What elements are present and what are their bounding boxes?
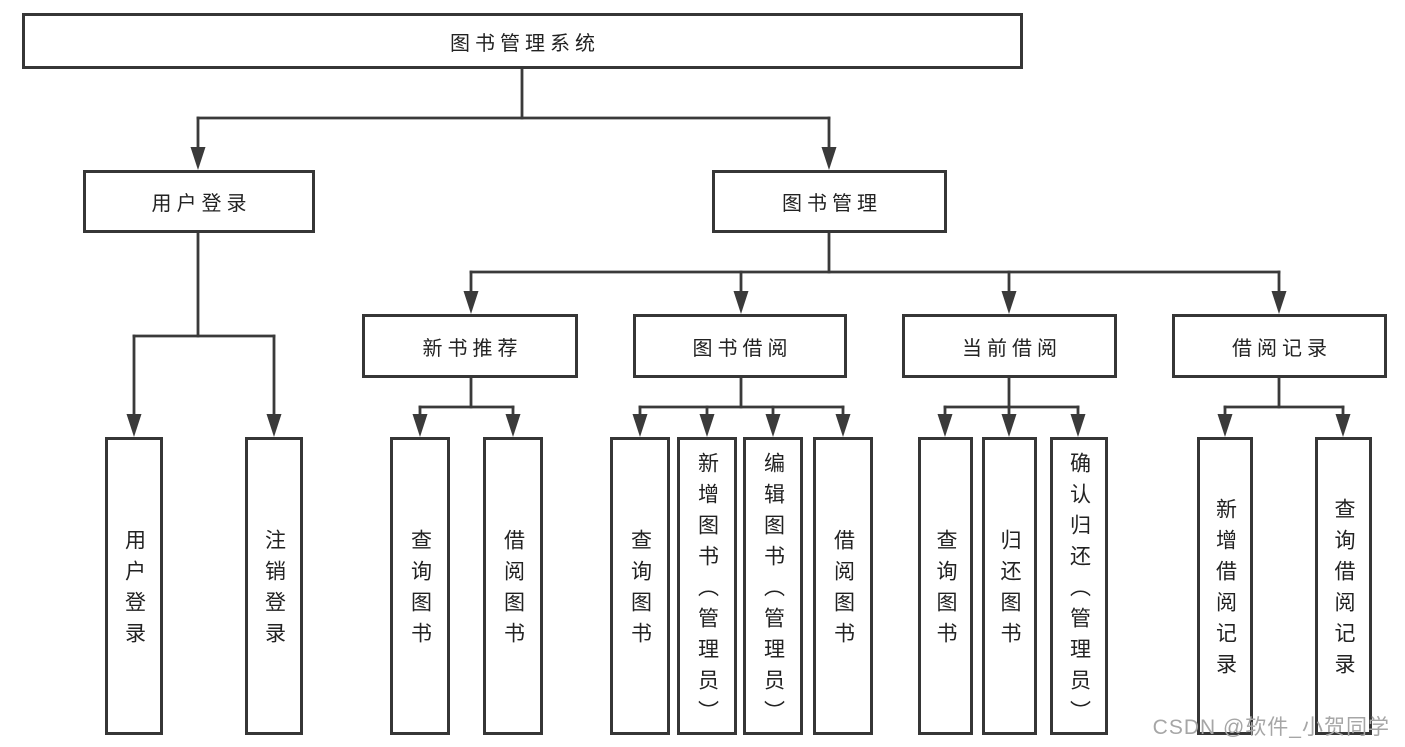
node-label: 借阅图书 bbox=[831, 529, 855, 653]
node-logout: 注销登录 bbox=[245, 437, 303, 735]
arrowhead-down-icon bbox=[1001, 291, 1017, 314]
node-label: 图书管理 bbox=[782, 193, 882, 215]
node-label: 新增图书（管理员） bbox=[695, 451, 719, 731]
node-label: 用户登录 bbox=[151, 193, 252, 215]
csdn-watermark: CSDN @软件_小贺同学 bbox=[1152, 716, 1390, 739]
arrowhead-down-icon bbox=[126, 414, 142, 437]
node-label: 新书推荐 bbox=[422, 337, 523, 360]
arrowhead-down-icon bbox=[463, 291, 479, 314]
arrowhead-down-icon bbox=[1001, 414, 1017, 437]
node-add-borrow-record: 新增借阅记录 bbox=[1197, 437, 1253, 735]
node-user-login: 用户登录 bbox=[83, 170, 315, 233]
arrowhead-down-icon bbox=[821, 147, 837, 170]
node-query-books-3: 查询图书 bbox=[918, 437, 973, 735]
arrowhead-down-icon bbox=[1070, 414, 1086, 437]
node-borrow-books-1: 借阅图书 bbox=[483, 437, 543, 735]
node-label: 查询图书 bbox=[628, 529, 652, 653]
arrowhead-down-icon bbox=[835, 414, 851, 437]
node-return-books: 归还图书 bbox=[982, 437, 1037, 735]
node-label: 确认归还（管理员） bbox=[1067, 451, 1091, 731]
node-user-login-leaf: 用户登录 bbox=[105, 437, 163, 735]
node-current-borrowing: 当前借阅 bbox=[902, 314, 1117, 378]
arrowhead-down-icon bbox=[765, 414, 781, 437]
node-label: 用户登录 bbox=[122, 529, 146, 653]
node-library-management-system: 图书管理系统 bbox=[22, 13, 1023, 69]
node-label: 编辑图书（管理员） bbox=[761, 451, 785, 731]
node-label: 当前借阅 bbox=[962, 337, 1062, 360]
node-label: 注销登录 bbox=[262, 529, 286, 653]
node-label: 图书管理系统 bbox=[450, 32, 600, 55]
arrowhead-down-icon bbox=[412, 414, 428, 437]
node-query-borrow-record: 查询借阅记录 bbox=[1315, 437, 1372, 735]
arrowhead-down-icon bbox=[937, 414, 953, 437]
node-book-borrowing: 图书借阅 bbox=[633, 314, 847, 378]
arrowhead-down-icon bbox=[1271, 291, 1287, 314]
arrowhead-down-icon bbox=[1335, 414, 1351, 437]
node-borrow-books-2: 借阅图书 bbox=[813, 437, 873, 735]
node-label: 查询借阅记录 bbox=[1332, 498, 1355, 684]
node-label: 新增借阅记录 bbox=[1213, 498, 1237, 684]
node-new-book-recommend: 新书推荐 bbox=[362, 314, 578, 378]
arrowhead-down-icon bbox=[632, 414, 648, 437]
node-query-books-1: 查询图书 bbox=[390, 437, 450, 735]
arrowhead-down-icon bbox=[1217, 414, 1233, 437]
arrowhead-down-icon bbox=[699, 414, 715, 437]
node-label: 图书借阅 bbox=[692, 337, 793, 360]
node-borrowing-records: 借阅记录 bbox=[1172, 314, 1387, 378]
node-label: 查询图书 bbox=[934, 529, 957, 653]
node-book-management: 图书管理 bbox=[712, 170, 947, 233]
node-add-books-admin: 新增图书（管理员） bbox=[677, 437, 737, 735]
node-label: 借阅记录 bbox=[1232, 337, 1332, 360]
node-label: 归还图书 bbox=[998, 529, 1021, 653]
node-query-books-2: 查询图书 bbox=[610, 437, 670, 735]
arrowhead-down-icon bbox=[733, 291, 749, 314]
node-label: 查询图书 bbox=[408, 529, 432, 653]
arrowhead-down-icon bbox=[190, 147, 206, 170]
arrowhead-down-icon bbox=[505, 414, 521, 437]
node-confirm-return-admin: 确认归还（管理员） bbox=[1050, 437, 1108, 735]
node-label: 借阅图书 bbox=[501, 529, 525, 653]
node-edit-books-admin: 编辑图书（管理员） bbox=[743, 437, 803, 735]
arrowhead-down-icon bbox=[266, 414, 282, 437]
